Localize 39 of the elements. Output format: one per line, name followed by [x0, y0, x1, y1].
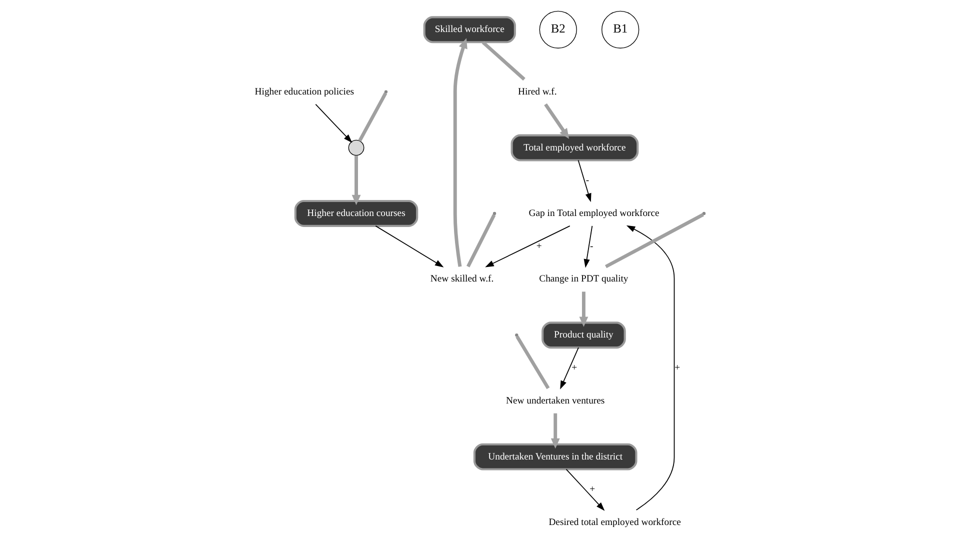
arrow	[550, 413, 560, 449]
arrow	[375, 226, 444, 268]
label: B2	[550, 22, 566, 36]
arrow	[544, 103, 570, 139]
node-text: Higher education policies	[254, 86, 354, 98]
node-circle	[348, 140, 364, 156]
node-text: Change in PDT quality	[539, 274, 628, 285]
edge-label: +	[674, 362, 680, 374]
arrow	[560, 347, 579, 390]
edge-label: -	[590, 240, 594, 252]
label: B1	[613, 22, 628, 36]
node-text: New skilled w.f.	[430, 274, 494, 285]
arrow	[566, 468, 605, 511]
arrow	[315, 104, 352, 143]
connector	[604, 213, 704, 268]
connector	[482, 41, 526, 81]
edge-label: +	[572, 362, 578, 374]
edge-label: +	[536, 240, 542, 252]
arrow	[453, 38, 468, 267]
node-text: Gap in Total employed workforce	[528, 208, 660, 220]
edge-label: +	[590, 484, 596, 496]
arrow	[584, 226, 593, 268]
arrow	[626, 225, 675, 510]
node-box: Undertaken Ventures in the district	[473, 443, 638, 470]
connector	[516, 336, 550, 390]
node-text: New undertaken ventures	[506, 395, 605, 406]
arrow	[485, 226, 570, 268]
node-box: Total employed workforce	[510, 134, 639, 162]
arrow	[578, 160, 592, 202]
node-text: Hired w.f.	[518, 86, 557, 98]
node-box: Skilled workforce	[423, 16, 516, 44]
node-box: Higher education courses	[294, 200, 418, 227]
node-text: Desired total employed workforce	[548, 517, 681, 528]
arrow	[352, 156, 361, 206]
connector	[466, 214, 496, 268]
node-box: Product quality	[542, 322, 626, 349]
connector	[358, 92, 388, 142]
edge-label: -	[586, 175, 590, 186]
arrow	[579, 292, 588, 327]
